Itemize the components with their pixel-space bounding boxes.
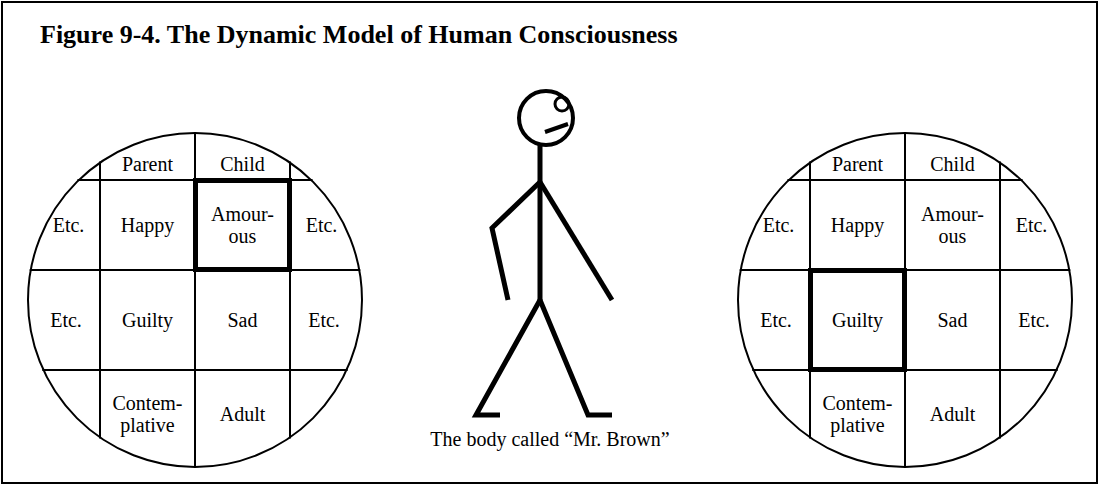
state-name: Contem- plative <box>814 392 901 436</box>
figure-eye <box>555 97 569 111</box>
state-name: Guilty <box>122 309 173 331</box>
state-name: Child <box>220 153 264 175</box>
state-cell: Etc. <box>747 190 810 260</box>
highlighted-state-cell: Guilty <box>808 268 907 372</box>
state-name: Adult <box>930 403 976 425</box>
state-name: Parent <box>122 153 173 175</box>
state-cell: Adult <box>905 370 1000 458</box>
figure-arm <box>492 182 540 300</box>
figure-title: Figure 9-4. The Dynamic Model of Human C… <box>40 20 678 50</box>
state-cell: Child <box>195 148 290 180</box>
state-name: Etc. <box>308 309 340 331</box>
state-cell: Etc. <box>742 275 810 365</box>
figure-leg <box>540 300 612 415</box>
state-name: Sad <box>228 309 258 331</box>
grid-line <box>99 161 101 438</box>
state-name: Etc. <box>763 214 795 236</box>
state-cell: Sad <box>905 270 1000 370</box>
circle-border <box>738 133 1072 467</box>
grid-line <box>999 161 1001 438</box>
figure-mouth <box>545 124 568 132</box>
state-cell: Etc. <box>37 190 100 260</box>
consciousness-circle: ParentChildEtc.HappyAmour- ousEtc.Etc.Gu… <box>27 132 363 468</box>
state-name: Etc. <box>306 214 338 236</box>
state-name: Guilty <box>832 309 883 331</box>
state-name: Amour- ous <box>202 203 283 247</box>
state-name: Etc. <box>50 309 82 331</box>
state-name: Happy <box>121 214 174 236</box>
state-name: Etc. <box>1018 309 1050 331</box>
state-name: Adult <box>220 403 266 425</box>
grid-line <box>42 369 347 371</box>
stick-figure <box>476 91 612 415</box>
figure-caption: The body called “Mr. Brown” <box>428 428 671 451</box>
state-cell: Parent <box>100 148 195 180</box>
state-name: Sad <box>938 309 968 331</box>
state-cell: Happy <box>100 180 195 270</box>
state-name: Etc. <box>53 214 85 236</box>
state-cell: Etc. <box>1000 275 1068 365</box>
highlighted-state-cell: Amour- ous <box>193 178 292 272</box>
state-cell: Etc. <box>290 275 358 365</box>
state-cell: Etc. <box>1000 190 1063 260</box>
figure-body <box>538 145 543 300</box>
state-cell: Parent <box>810 148 905 180</box>
grid-line <box>787 179 1022 181</box>
consciousness-circle: ParentChildEtc.HappyAmour- ousEtc.Etc.Gu… <box>737 132 1073 468</box>
state-name: Happy <box>831 214 884 236</box>
state-cell: Child <box>905 148 1000 180</box>
state-cell: Sad <box>195 270 290 370</box>
state-cell: Etc. <box>32 275 100 365</box>
state-cell: Guilty <box>100 270 195 370</box>
state-name: Contem- plative <box>104 392 191 436</box>
state-name: Amour- ous <box>909 203 996 247</box>
figure-leg <box>476 300 540 415</box>
state-cell: Amour- ous <box>905 180 1000 270</box>
state-name: Etc. <box>760 309 792 331</box>
state-cell: Etc. <box>290 190 353 260</box>
figure-arm <box>540 182 612 300</box>
circle-border <box>28 133 362 467</box>
state-name: Parent <box>832 153 883 175</box>
state-name: Child <box>930 153 974 175</box>
state-cell: Contem- plative <box>100 370 195 458</box>
state-cell: Adult <box>195 370 290 458</box>
state-name: Etc. <box>1016 214 1048 236</box>
state-cell: Happy <box>810 180 905 270</box>
state-cell: Contem- plative <box>810 370 905 458</box>
figure-head <box>519 91 573 145</box>
